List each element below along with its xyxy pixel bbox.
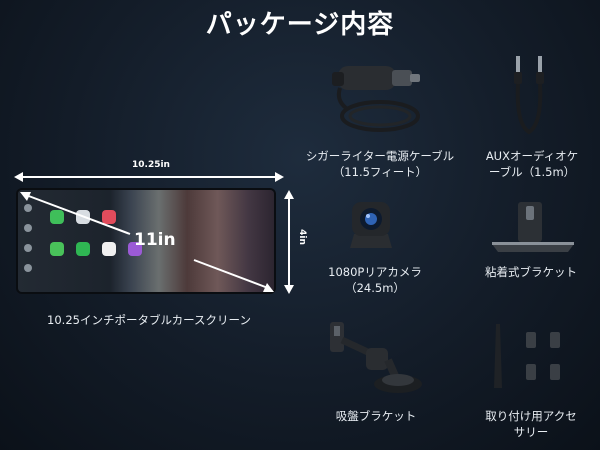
diagonal-arrow-icon [20, 192, 274, 292]
accessories-icon [494, 324, 560, 388]
phone-icon [24, 264, 32, 272]
calendar-app-icon [102, 242, 116, 256]
height-arrow-icon [284, 190, 294, 294]
phone-app-icon [50, 210, 64, 224]
whatsapp-app-icon [76, 242, 90, 256]
height-label: 4in [296, 229, 307, 245]
music-app-icon [102, 210, 116, 224]
rear-camera-icon [350, 202, 392, 248]
suction-mount-icon [330, 322, 422, 393]
page-title: パッケージ内容 [205, 10, 395, 40]
home-icon [24, 204, 32, 212]
charger-label: シガーライター電源ケーブル （11.5フィート） [305, 149, 455, 179]
aux-cable-icon [514, 56, 544, 135]
screen-caption: 10.25インチポータブルカースクリーン [47, 313, 251, 327]
messages-app-icon [50, 242, 64, 256]
suction-label: 吸盤ブラケット [335, 409, 417, 423]
podcast-app-icon [128, 242, 142, 256]
camera-label: 1080Pリアカメラ （24.5m） [328, 265, 422, 295]
width-arrow-icon [14, 172, 284, 182]
nav-icon [24, 224, 32, 232]
adhesive-bracket-icon [492, 202, 574, 252]
diagonal-label: 11in [134, 230, 176, 250]
aux-label: AUXオーディオケ ーブル（1.5m） [485, 149, 579, 179]
bracket-label: 粘着式ブラケット [485, 265, 577, 279]
accessories-label: 取り付け用アクセ サリー [485, 409, 577, 439]
car-charger-icon [332, 66, 420, 132]
width-label: 10.25in [132, 160, 170, 170]
music-icon [24, 244, 32, 252]
